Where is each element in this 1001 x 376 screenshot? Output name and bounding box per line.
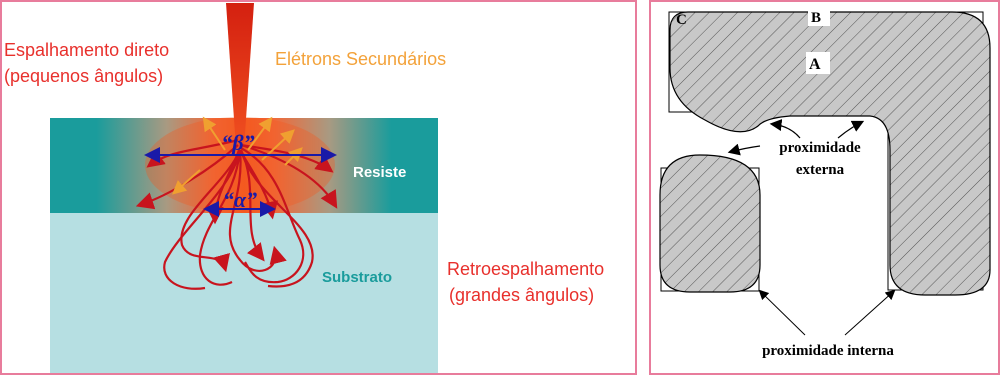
region-a-label: A <box>809 56 821 73</box>
trajectory <box>198 149 242 286</box>
corner-c-label: C <box>676 12 687 28</box>
electron-beam <box>226 3 254 148</box>
secondary-arrow <box>202 116 226 151</box>
external-arrow-top-left <box>769 119 801 139</box>
right-panel: C B A proximidade externa proximidade in… <box>649 0 1000 375</box>
forward-scatter-label-line2: (pequenos ângulos) <box>4 66 163 86</box>
trajectory <box>239 149 314 288</box>
external-arrow-top-right <box>837 120 865 139</box>
secondary-arrow <box>247 116 273 151</box>
backscatter-label-line2: (grandes ângulos) <box>449 285 594 305</box>
corner-b-box <box>808 6 830 26</box>
internal-proximity-label: proximidade interna <box>762 343 894 359</box>
internal-arrow-left <box>758 289 806 336</box>
external-proximity-label-line1: proximidade <box>779 140 861 156</box>
internal-arrow-right <box>844 289 896 336</box>
secondary-arrow <box>171 169 201 195</box>
backscatter-label-line1: Retroespalhamento <box>447 259 604 279</box>
beta-label: “β” <box>221 130 254 155</box>
left-panel: “β” “α” Espalhamento direto (pequenos ân… <box>0 0 637 375</box>
substrate-label: Substrato <box>322 269 392 286</box>
alpha-label: “α” <box>223 187 257 212</box>
trajectory <box>163 149 242 290</box>
trajectory <box>240 147 305 284</box>
external-arrow-left <box>727 143 761 156</box>
exposed-l-shape <box>669 11 991 296</box>
trajectory <box>180 149 242 273</box>
region-a-box <box>806 52 830 74</box>
exposed-left-block <box>659 154 761 293</box>
trajectory <box>228 149 287 272</box>
forward-scatter-label-line1: Espalhamento direto <box>4 40 169 60</box>
secondary-electrons-label: Elétrons Secundários <box>275 49 446 69</box>
corner-b-label: B <box>811 10 821 26</box>
resist-label: Resiste <box>353 164 406 181</box>
external-proximity-label-line2: externa <box>796 162 845 178</box>
substrate-layer <box>50 213 438 373</box>
